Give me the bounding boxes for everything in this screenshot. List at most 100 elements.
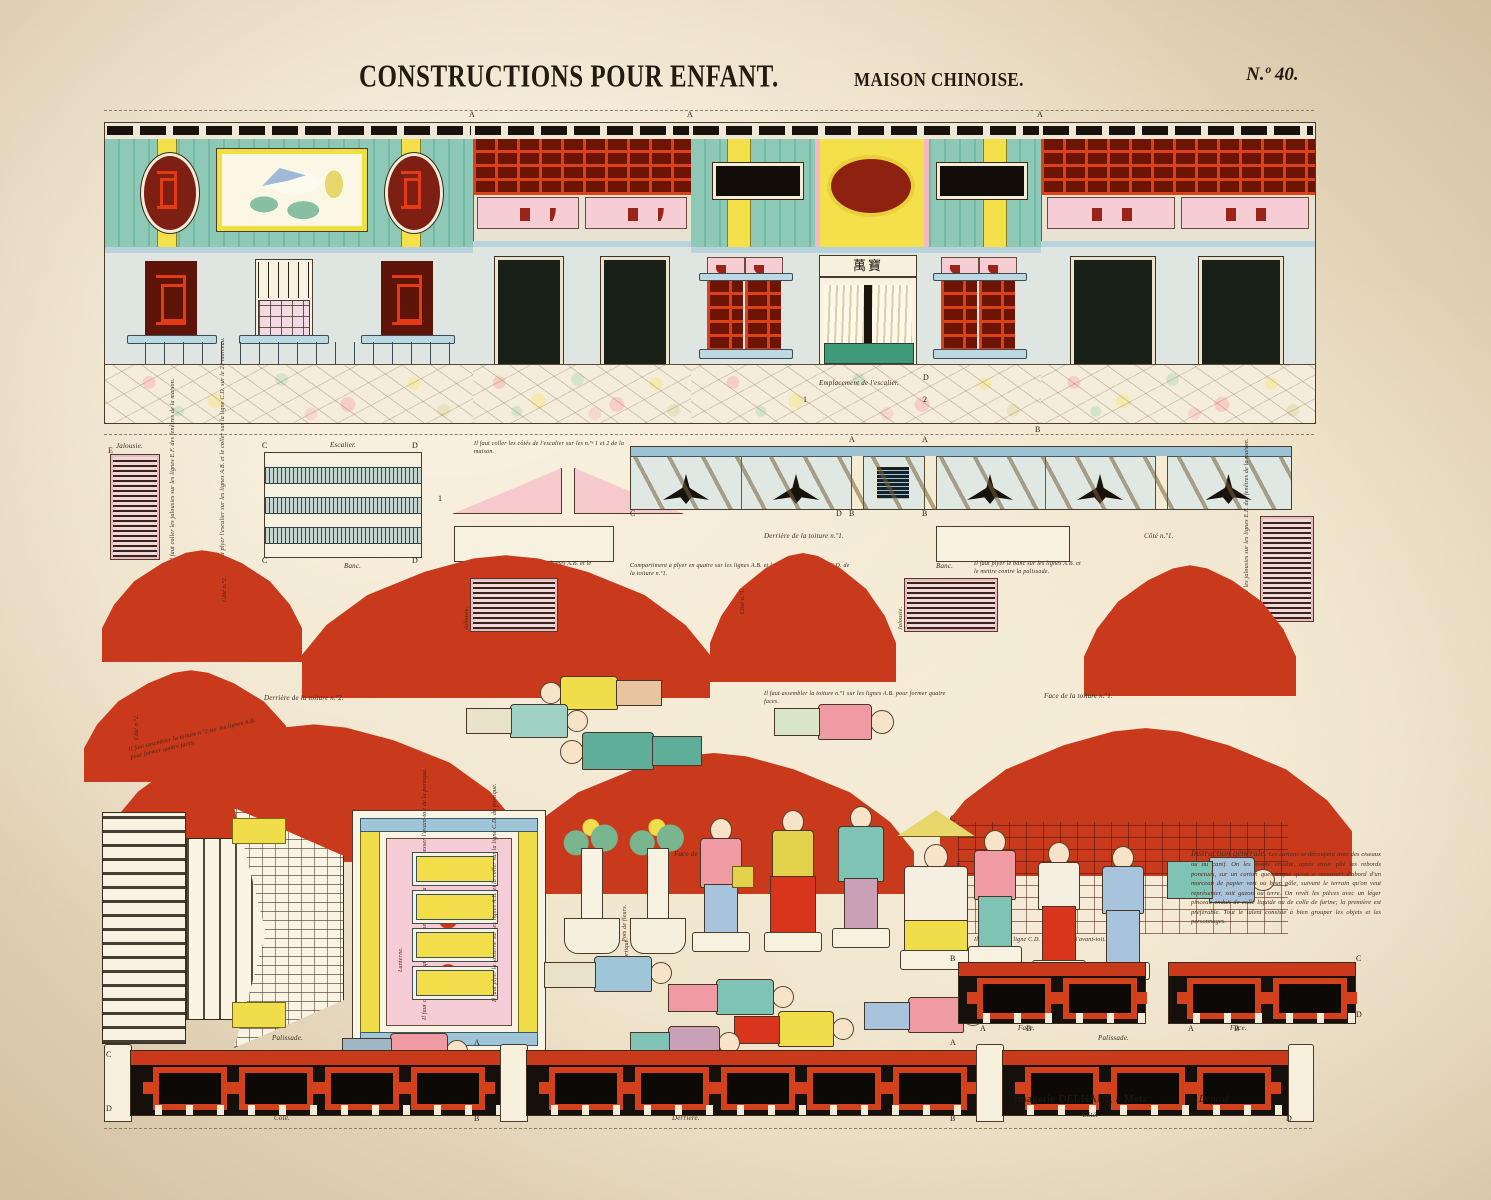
figure-trousers xyxy=(734,1016,780,1044)
label-palissade-right: Palissade. xyxy=(1098,1034,1129,1042)
marker-c: C xyxy=(106,1050,112,1059)
figure-head xyxy=(924,844,948,870)
fret-motif xyxy=(393,161,429,219)
pot-bowl xyxy=(630,918,686,954)
marker-b: B xyxy=(1026,1024,1032,1033)
marker-2: 2 xyxy=(923,395,927,404)
roof-side-n1-left xyxy=(710,532,896,682)
staircase-part xyxy=(264,452,422,558)
fret-window xyxy=(381,261,433,339)
palisade-motifs xyxy=(1169,975,1357,1019)
marker-c: C xyxy=(950,814,956,823)
label-emplacement-escalier: Emplacement de l'escalier. xyxy=(819,379,899,387)
figure-head xyxy=(566,710,588,732)
palisade-cap xyxy=(959,963,1145,977)
jalousie-roof-left xyxy=(470,578,558,632)
figure-trousers xyxy=(844,878,878,930)
figure-trousers xyxy=(652,736,702,766)
figure-trousers xyxy=(544,962,596,988)
crown-panel xyxy=(1181,197,1309,229)
flower-pot-2 xyxy=(620,814,694,954)
cornice xyxy=(473,123,691,140)
tall-window xyxy=(1199,257,1283,369)
palisade-cap xyxy=(1003,1051,1289,1066)
jalousie-shutter-right xyxy=(1260,516,1314,622)
jalousie-shutter-left xyxy=(110,454,160,560)
label-cote-n1-right: Côté n.º1. xyxy=(1144,532,1174,540)
portique-column-left xyxy=(360,818,380,1046)
rolled-mat xyxy=(232,1002,286,1028)
instruction-avant-toit: Il faut plyer la ligne C.D. pour relever… xyxy=(974,937,1107,943)
pedestal-stem xyxy=(647,848,669,924)
figure-trousers xyxy=(466,708,512,734)
figure-lying-pink xyxy=(774,698,894,746)
stone-plinth xyxy=(691,364,1041,423)
oval-medallion xyxy=(385,153,443,233)
plate-number: N.º 40. xyxy=(1246,64,1299,85)
instruction-bench-right: Il faut plyer le banc sur les lignes A.B… xyxy=(974,561,1081,576)
fret-shutter xyxy=(745,279,781,351)
fret-window xyxy=(145,261,197,339)
stair-tread xyxy=(265,527,421,544)
marker-d: D xyxy=(1356,1010,1362,1019)
balcony xyxy=(933,349,1027,359)
sheet-header: CONSTRUCTIONS POUR ENFANT. MAISON CHINOI… xyxy=(74,60,1414,96)
figure-lying-yellow xyxy=(540,670,662,714)
palisade-post xyxy=(976,1044,1004,1122)
palisade-motif xyxy=(797,1066,891,1110)
palisade-post xyxy=(1288,1044,1314,1122)
palisade-motif xyxy=(625,1066,719,1110)
figure-base xyxy=(764,932,822,952)
figure-trousers xyxy=(1042,906,1076,962)
lattice-bars xyxy=(258,262,310,298)
figure-coat xyxy=(908,997,964,1033)
entrance-doorway xyxy=(819,277,917,367)
marker-c: C xyxy=(262,556,268,565)
lantern-glow xyxy=(416,932,494,958)
marker-a: A xyxy=(980,1024,986,1033)
fret-motif xyxy=(149,161,185,219)
palisade-legs xyxy=(959,1013,1145,1023)
rolled-mat xyxy=(232,818,286,844)
palisade-cap xyxy=(527,1051,977,1066)
figure-coat xyxy=(560,676,618,710)
marker-a: A xyxy=(849,435,855,444)
transom-panel xyxy=(713,163,803,199)
figure-lying-bottom-1 xyxy=(668,974,794,1020)
figure-coat xyxy=(716,979,774,1015)
portique-column-right xyxy=(518,818,538,1046)
marker-a: A xyxy=(474,1038,480,1047)
label-face-right: Face. xyxy=(1230,1024,1247,1032)
figure-jacket xyxy=(1102,866,1144,914)
palisade-motif xyxy=(401,1066,495,1110)
roof-side-n1-right xyxy=(1084,544,1296,696)
label-derriere-toiture-2: Derrière de la toiture n.º2. xyxy=(264,694,344,702)
figure-lying-green xyxy=(560,726,702,774)
label-cote-n1-left: Côté n.º1. xyxy=(740,588,746,614)
printed-plate: CONSTRUCTIONS POUR ENFANT. MAISON CHINOI… xyxy=(74,60,1414,1129)
marker-a: A xyxy=(950,1038,956,1047)
deposit-mark: Déposé xyxy=(1199,1094,1229,1105)
bird-illustration xyxy=(222,154,362,226)
portique-beam-top xyxy=(360,818,538,832)
crown-panel xyxy=(477,197,579,229)
figure-woman-red-skirt xyxy=(764,810,822,956)
palisade-legs xyxy=(1003,1104,1289,1115)
marker-b: B xyxy=(950,954,956,963)
marker-a: A xyxy=(1037,110,1043,119)
marker-b: B xyxy=(922,509,928,518)
palisade-motif xyxy=(1015,1066,1109,1110)
flower-pot-1 xyxy=(554,814,628,954)
crown-panel xyxy=(585,197,687,229)
compartment-frieze xyxy=(630,446,1292,510)
palisade-motifs xyxy=(1003,1064,1289,1110)
label-cote-bottom-left: Côté. xyxy=(274,1114,290,1122)
label-face-left: Face. xyxy=(1018,1024,1035,1032)
palisade-post xyxy=(500,1044,528,1122)
label-palissade-left: Palissade. xyxy=(272,1034,303,1042)
publisher-imprint: Imagerie DELHALT, à Metz. xyxy=(1014,1093,1151,1105)
lantern-glow xyxy=(416,970,494,996)
marker-a: A xyxy=(1188,1024,1194,1033)
tall-window xyxy=(601,257,669,369)
